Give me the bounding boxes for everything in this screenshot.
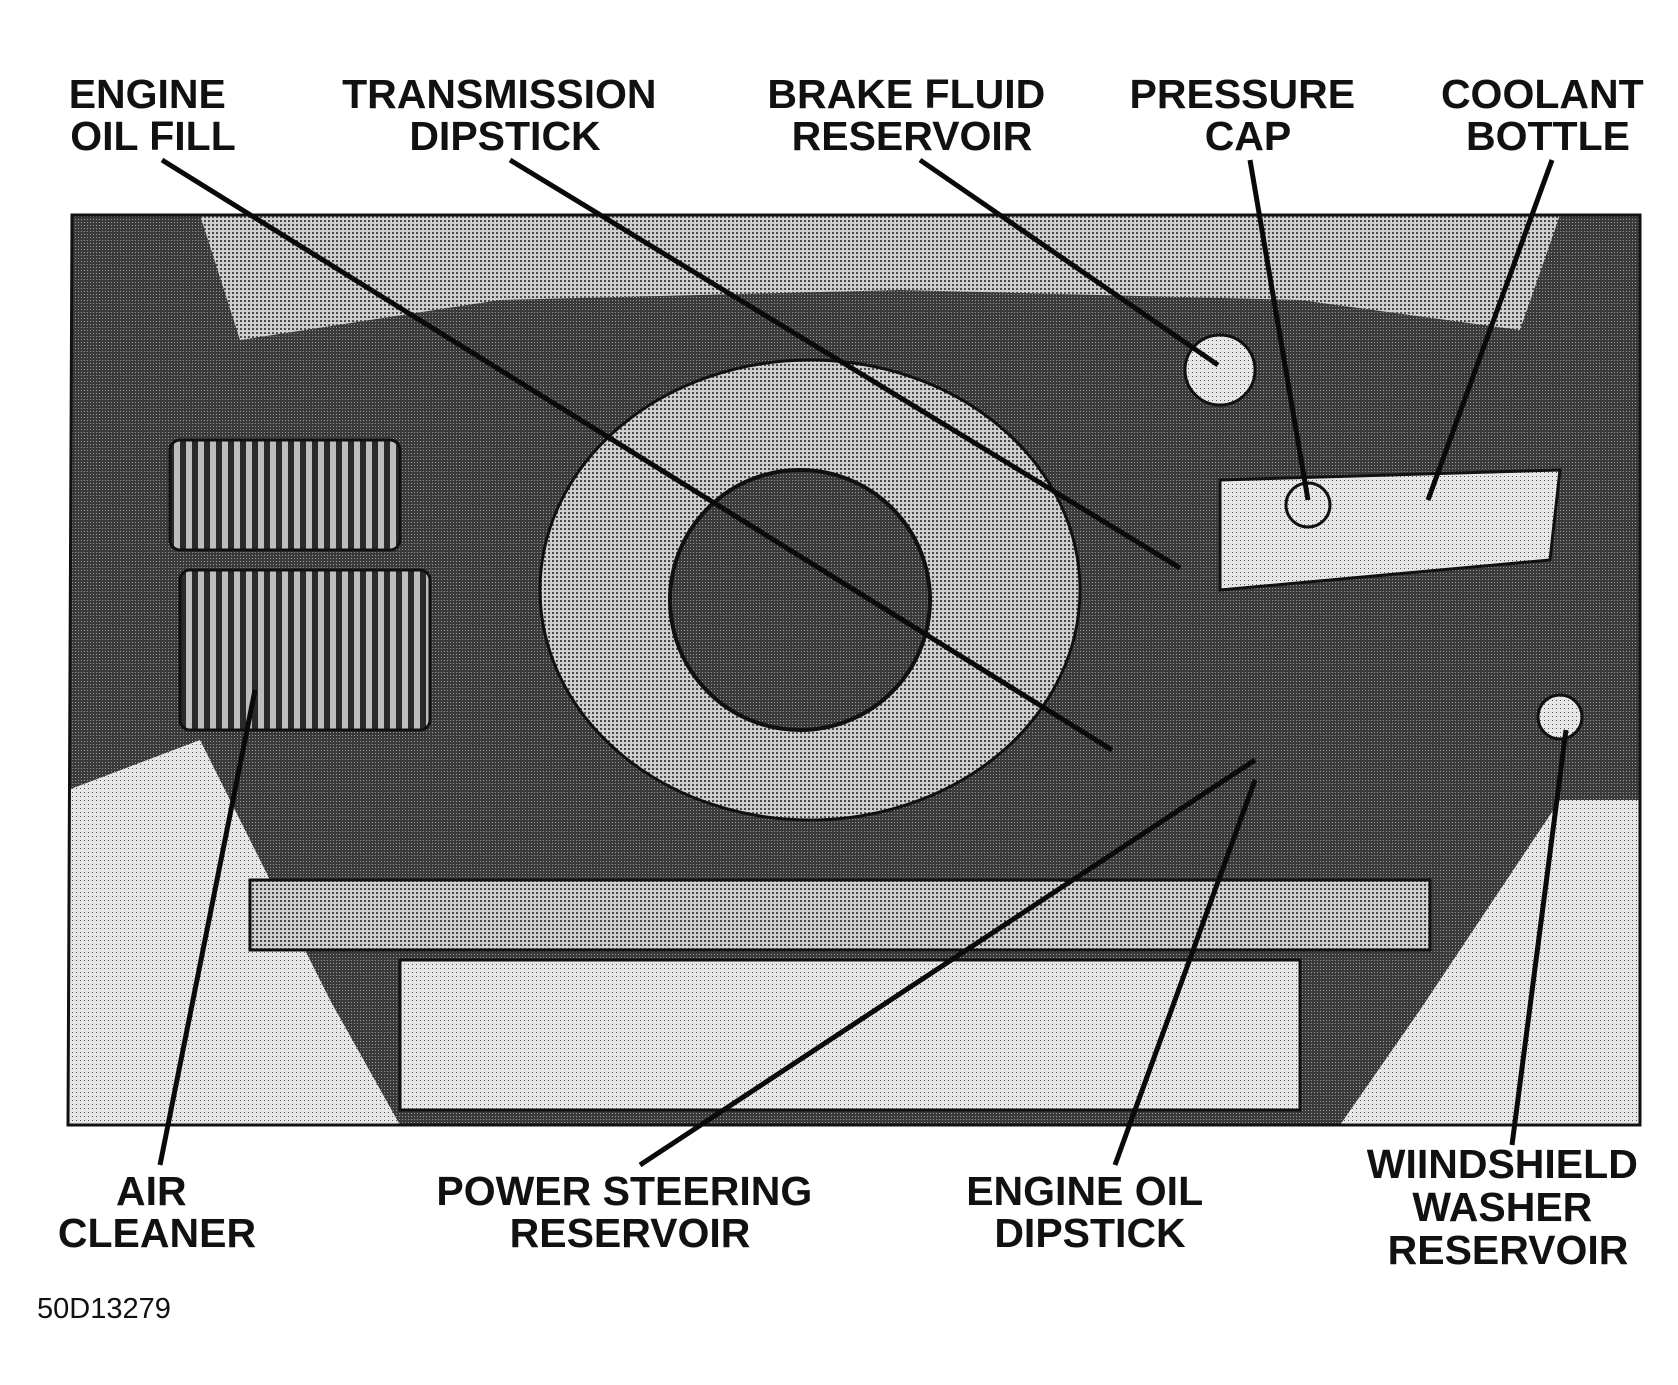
label-power-steering-reservoir: POWER STEERING RESERVOIR (436, 1168, 823, 1256)
right-fender (1340, 800, 1640, 1125)
leader-transmission-dipstick (508, 157, 1182, 571)
left-fender (68, 740, 400, 1125)
callout-labels: ENGINE OIL FILL TRANSMISSION DIPSTICK BR… (37, 71, 1655, 1325)
label-transmission-dipstick: TRANSMISSION DIPSTICK (342, 71, 668, 159)
figure-code: 50D13279 (37, 1293, 171, 1325)
air-cleaner-top (168, 438, 402, 552)
leader-power-steering-reservoir (638, 757, 1257, 1168)
pressure-cap-shape (1284, 481, 1332, 529)
label-air-cleaner: AIR CLEANER (58, 1168, 256, 1256)
air-cleaner-box (178, 568, 432, 732)
leader-windshield-washer-reservoir (1509, 729, 1569, 1146)
bay-frame (66, 213, 1642, 1127)
radiator-crossmember (248, 878, 1432, 952)
label-brake-fluid-reservoir: BRAKE FLUID RESERVOIR (767, 71, 1056, 159)
leader-lines (157, 157, 1569, 1168)
pulley (668, 468, 932, 732)
washer-reservoir-cap (1536, 693, 1584, 741)
hood-area (200, 215, 1560, 340)
label-pressure-cap: PRESSURE CAP (1130, 71, 1367, 159)
label-engine-oil-dipstick: ENGINE OIL DIPSTICK (966, 1168, 1214, 1256)
leader-engine-oil-fill (160, 157, 1114, 753)
leader-brake-fluid-reservoir (918, 157, 1220, 368)
label-coolant-bottle: COOLANT BOTTLE (1441, 71, 1655, 159)
brake-reservoir-cap (1183, 333, 1257, 407)
leader-air-cleaner (157, 689, 258, 1166)
label-engine-oil-fill: ENGINE OIL FILL (69, 71, 238, 159)
leader-engine-oil-dipstick (1112, 779, 1258, 1166)
leader-coolant-bottle (1425, 159, 1555, 501)
engine-bay-photo (66, 213, 1642, 1127)
label-windshield-washer-reservoir: WIINDSHIELD WASHER RESERVOIR (1367, 1141, 1649, 1273)
leader-pressure-cap (1247, 159, 1311, 501)
radiator (398, 958, 1302, 1112)
